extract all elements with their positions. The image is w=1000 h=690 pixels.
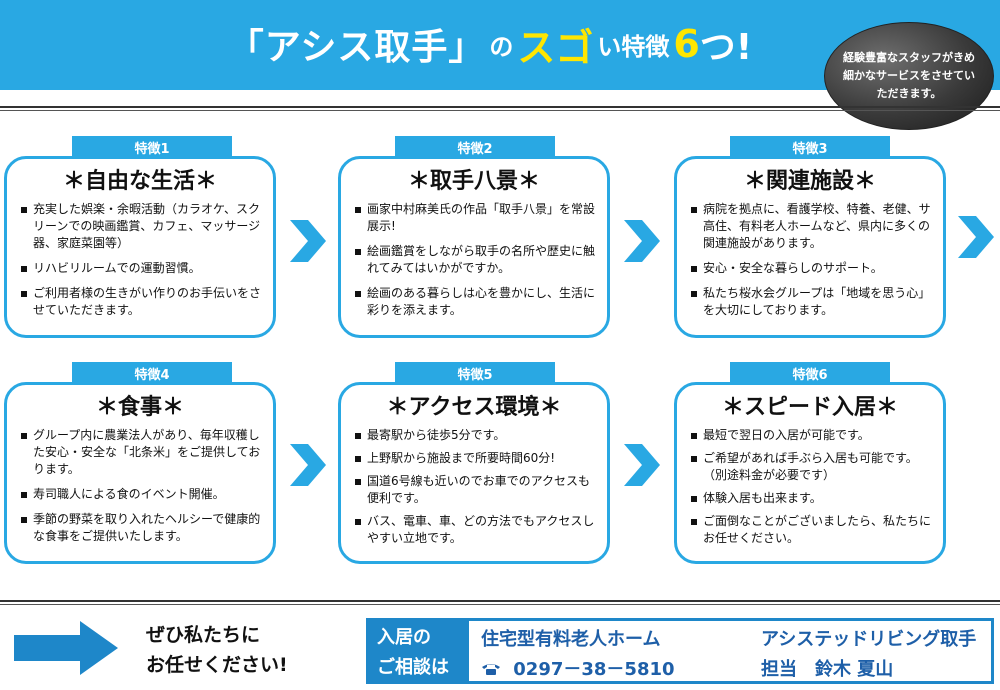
feature-6-card: ＊スピード入居＊ 最短で翌日の入居が可能です。 ご希望があれば手ぶら入居も可能で… (674, 382, 946, 564)
feature-5-card: ＊アクセス環境＊ 最寄駅から徒歩5分です。 上野駅から施設まで所要時間60分! … (338, 382, 610, 564)
chevron-right-icon (290, 444, 326, 486)
staff-label: 担当 鈴木 夏山 (761, 659, 894, 680)
list-item: ご面倒なことがございましたら、私たちにお任せください。 (689, 513, 931, 547)
list-item: 体験入居も出来ます。 (689, 490, 931, 507)
list-item: 絵画のある暮らしは心を豊かにし、生活に彩りを添えます。 (353, 285, 595, 319)
list-item: 安心・安全な暮らしのサポート。 (689, 260, 931, 277)
divider-bottom (0, 600, 1000, 602)
phone-icon (482, 664, 500, 675)
phone-group: 0297－38－5810 (481, 655, 761, 681)
contact-row-1: 住宅型有料老人ホーム アシステッドリビング取手 (481, 623, 991, 653)
feature-3-tab: 特徴3 (730, 136, 890, 158)
list-item: ご利用者様の生きがい作りのお手伝いをさせていただきます。 (19, 285, 261, 319)
divider-bottom-thin (0, 604, 1000, 605)
list-item: 最寄駅から徒歩5分です。 (353, 427, 595, 444)
facility-name: アシステッドリビング取手 (761, 629, 977, 650)
arrow-right-icon (14, 621, 118, 675)
list-item: 最短で翌日の入居が可能です。 (689, 427, 931, 444)
feature-4-card: ＊食事＊ グループ内に農業法人があり、毎年収穫した安心・安全な「北条米」をご提供… (4, 382, 276, 564)
chevron-right-icon (958, 216, 994, 258)
contact-body: 住宅型有料老人ホーム アシステッドリビング取手 0297－38－5810 担当 … (469, 621, 991, 681)
feature-4-list: グループ内に農業法人があり、毎年収穫した安心・安全な「北条米」をご提供しておりま… (19, 427, 261, 545)
footer-slogan: ぜひ私たちに お任せください! (146, 620, 346, 680)
divider-top (0, 106, 1000, 108)
list-item: 病院を拠点に、看護学校、特養、老健、サ高住、有料老人ホームなど、県内に多くの関連… (689, 201, 931, 252)
list-item: 私たち桜水会グループは「地域を思う心」を大切にしております。 (689, 285, 931, 319)
list-item: 充実した娯楽・余暇活動（カラオケ、スクリーンでの映画鑑賞、カフェ、マッサージ器、… (19, 201, 261, 252)
list-item: 国道6号線も近いのでお車でのアクセスも便利です。 (353, 473, 595, 507)
chevron-right-icon (624, 220, 660, 262)
contact-label-line-2: ご相談は (377, 657, 449, 678)
feature-2-tab: 特徴2 (395, 136, 555, 158)
feature-4-tab: 特徴4 (72, 362, 232, 384)
phone-number[interactable]: 0297－38－5810 (513, 659, 675, 680)
list-item: バス、電車、車、どの方法でもアクセスしやすい立地です。 (353, 513, 595, 547)
feature-2-title: ＊取手八景＊ (407, 169, 540, 194)
list-item: ご希望があれば手ぶら入居も可能です。（別途料金が必要です） (689, 450, 931, 484)
feature-3-list: 病院を拠点に、看護学校、特養、老健、サ高住、有料老人ホームなど、県内に多くの関連… (689, 201, 931, 319)
contact-box: 入居の ご相談は 住宅型有料老人ホーム アシステッドリビング取手 0297－38… (366, 618, 994, 684)
feature-1-tab: 特徴1 (72, 136, 232, 158)
feature-5-title: ＊アクセス環境＊ (386, 395, 562, 420)
title-part-2: の (489, 32, 514, 61)
slogan-line-2: お任せください! (146, 654, 288, 676)
list-item: 寿司職人による食のイベント開催。 (19, 486, 261, 503)
chevron-right-icon (290, 220, 326, 262)
title-part-6: つ! (699, 27, 753, 68)
feature-5-tab: 特徴5 (395, 362, 555, 384)
feature-6-tab: 特徴6 (730, 362, 890, 384)
feature-3-title: ＊関連施設＊ (743, 169, 876, 194)
list-item: 絵画鑑賞をしながら取手の名所や歴史に触れてみてはいかがですか。 (353, 243, 595, 277)
list-item: リハビリルームでの運動習慣。 (19, 260, 261, 277)
contact-label-line-1: 入居の (377, 627, 431, 648)
list-item: グループ内に農業法人があり、毎年収穫した安心・安全な「北条米」をご提供しておりま… (19, 427, 261, 478)
feature-3-card: ＊関連施設＊ 病院を拠点に、看護学校、特養、老健、サ高住、有料老人ホームなど、県… (674, 156, 946, 338)
slogan-line-1: ぜひ私たちに (146, 624, 261, 646)
list-item: 上野駅から施設まで所要時間60分! (353, 450, 595, 467)
facility-type: 住宅型有料老人ホーム (481, 629, 661, 650)
title-part-3: スゴ (517, 25, 594, 70)
feature-1-list: 充実した娯楽・余暇活動（カラオケ、スクリーンでの映画鑑賞、カフェ、マッサージ器、… (19, 201, 261, 319)
feature-2-list: 画家中村麻美氏の作品「取手八景」を常設展示! 絵画鑑賞をしながら取手の名所や歴史… (353, 201, 595, 319)
contact-row-2: 0297－38－5810 担当 鈴木 夏山 (481, 653, 991, 683)
list-item: 画家中村麻美氏の作品「取手八景」を常設展示! (353, 201, 595, 235)
list-item: 季節の野菜を取り入れたヘルシーで健康的な食事をご提供いたします。 (19, 511, 261, 545)
feature-6-list: 最短で翌日の入居が可能です。 ご希望があれば手ぶら入居も可能です。（別途料金が必… (689, 427, 931, 547)
title-part-5: 6 (673, 22, 700, 66)
feature-2-card: ＊取手八景＊ 画家中村麻美氏の作品「取手八景」を常設展示! 絵画鑑賞をしながら取… (338, 156, 610, 338)
feature-1-card: ＊自由な生活＊ 充実した娯楽・余暇活動（カラオケ、スクリーンでの映画鑑賞、カフェ… (4, 156, 276, 338)
title-part-4: い特徴 (597, 32, 670, 61)
feature-4-title: ＊食事＊ (95, 395, 184, 420)
chevron-right-icon (624, 444, 660, 486)
contact-label: 入居の ご相談は (369, 621, 469, 681)
divider-top-thin (0, 110, 1000, 111)
feature-6-title: ＊スピード入居＊ (721, 395, 898, 420)
badge-text: 経験豊富なスタッフがきめ細かなサービスをさせていただきます。 (843, 51, 975, 100)
feature-1-title: ＊自由な生活＊ (62, 169, 217, 194)
title-part-1: 「アシス取手」 (227, 27, 486, 68)
page-title: 「アシス取手」 の スゴ い特徴 6 つ! (120, 14, 860, 74)
experience-badge: 経験豊富なスタッフがきめ細かなサービスをさせていただきます。 (824, 22, 994, 130)
header-banner: 「アシス取手」 の スゴ い特徴 6 つ! (0, 0, 1000, 90)
feature-5-list: 最寄駅から徒歩5分です。 上野駅から施設まで所要時間60分! 国道6号線も近いの… (353, 427, 595, 547)
